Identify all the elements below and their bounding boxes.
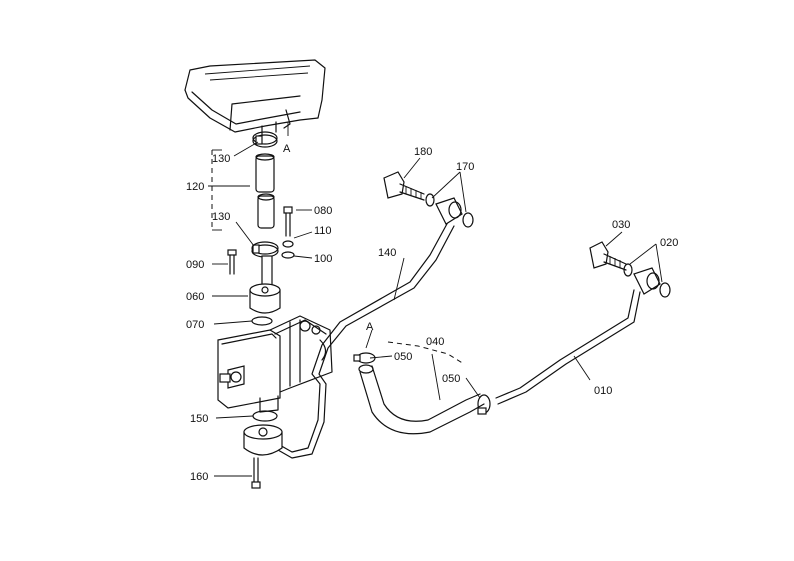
banjo-bolt-180 xyxy=(383,171,425,201)
hose-120 xyxy=(255,153,275,229)
label-040: 040 xyxy=(426,336,444,348)
ref-a-pipe: A xyxy=(366,321,374,333)
label-180: 180 xyxy=(414,146,432,158)
label-090: 090 xyxy=(186,259,204,271)
hose-clamp-050-lower xyxy=(477,394,491,415)
label-020: 020 xyxy=(660,237,678,249)
label-160: 160 xyxy=(190,471,208,483)
label-100: 100 xyxy=(314,253,332,265)
seal-washers-170 xyxy=(425,193,474,228)
part-labels: 010 020 030 040 050 050 060 070 080 090 … xyxy=(186,143,678,483)
tank-housing xyxy=(184,59,326,137)
label-030: 030 xyxy=(612,219,630,231)
bolt-090 xyxy=(227,249,237,275)
flange-fitting-bottom xyxy=(243,424,283,456)
label-170: 170 xyxy=(456,161,474,173)
label-120: 120 xyxy=(186,181,204,193)
label-110: 110 xyxy=(314,225,332,237)
label-070: 070 xyxy=(186,319,204,331)
leader-lines xyxy=(208,122,663,477)
label-140: 140 xyxy=(378,247,396,259)
label-130-upper: 130 xyxy=(212,153,230,165)
hose-clamp-lower xyxy=(251,241,279,258)
hose-040 xyxy=(358,364,485,435)
label-050-lower: 050 xyxy=(442,373,460,385)
label-150: 150 xyxy=(190,413,208,425)
banjo-bolt-030 xyxy=(589,241,627,271)
ref-a-tank: A xyxy=(283,143,291,155)
bolt-160 xyxy=(251,457,261,489)
banjo-fitting-010 xyxy=(633,267,661,295)
label-010: 010 xyxy=(594,385,612,397)
pipe-140 xyxy=(277,221,455,459)
o-ring-150 xyxy=(252,410,278,422)
hydraulic-pump xyxy=(217,315,333,413)
label-050-upper: 050 xyxy=(394,351,412,363)
banjo-fitting-140 xyxy=(435,197,463,225)
seal-washers-020 xyxy=(623,263,671,298)
suction-pipe-060 xyxy=(249,255,281,314)
hose-clamp-050-upper xyxy=(353,352,376,364)
label-080: 080 xyxy=(314,205,332,217)
pipe-010 xyxy=(495,289,641,405)
o-ring-070 xyxy=(251,316,273,326)
bolt-080 xyxy=(281,206,295,259)
label-130-lower: 130 xyxy=(212,211,230,223)
label-060: 060 xyxy=(186,291,204,303)
hose-clamp-upper xyxy=(252,131,278,148)
